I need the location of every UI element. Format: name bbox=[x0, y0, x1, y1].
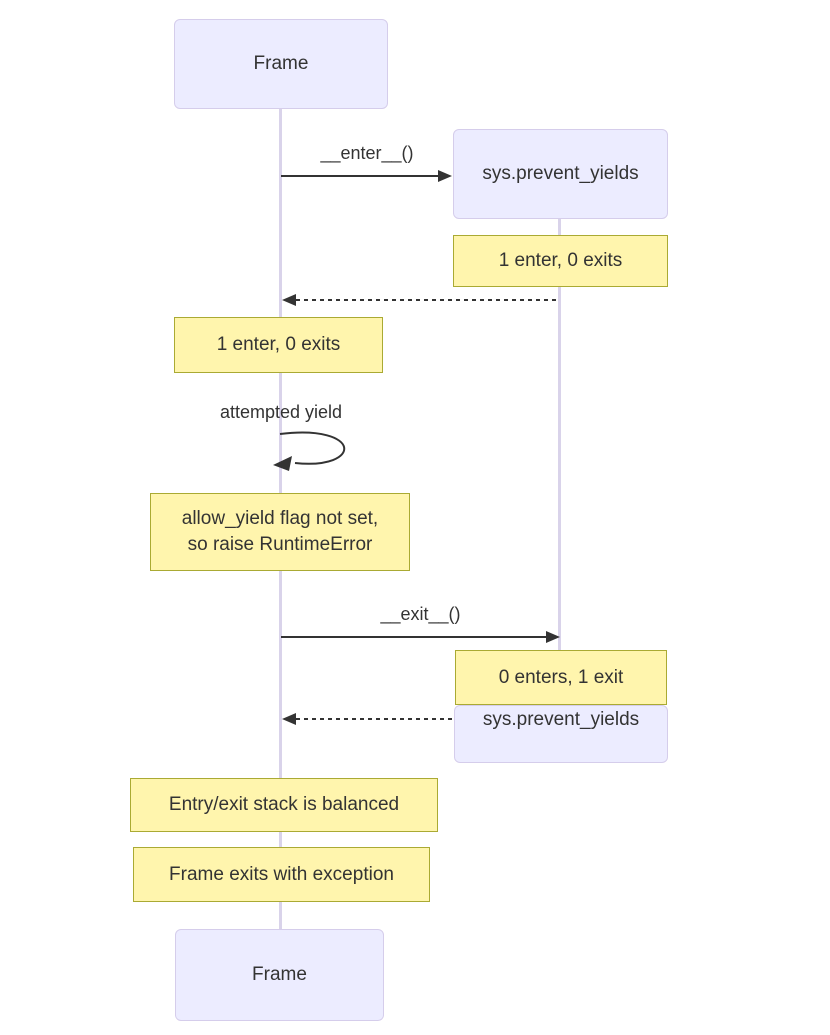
actor-frame-bottom-label: Frame bbox=[252, 964, 307, 985]
actor-sys-top: sys.prevent_yields bbox=[453, 129, 668, 219]
note-sys-enter: 1 enter, 0 exits bbox=[453, 235, 668, 287]
arrowhead-left-icon bbox=[282, 294, 296, 306]
arrowhead-right-icon bbox=[546, 631, 560, 643]
arrowhead-left-icon bbox=[282, 713, 296, 725]
return-enter-line bbox=[296, 299, 560, 301]
lifeline-sys bbox=[558, 219, 561, 705]
note-yield-error: allow_yield flag not set, so raise Runti… bbox=[150, 493, 410, 571]
actor-frame-bottom: Frame bbox=[175, 929, 384, 1021]
return-exit-line bbox=[296, 718, 453, 720]
note-frame-enter: 1 enter, 0 exits bbox=[174, 317, 383, 373]
message-enter-label: __enter__() bbox=[320, 143, 414, 163]
actor-frame-top-label: Frame bbox=[253, 53, 309, 74]
message-enter-line bbox=[281, 175, 439, 177]
arrowhead-right-icon bbox=[438, 170, 452, 182]
message-exit-label: __exit__() bbox=[380, 604, 461, 624]
note-sys-exit: 0 enters, 1 exit bbox=[455, 650, 667, 705]
note-balanced: Entry/exit stack is balanced bbox=[130, 778, 438, 832]
self-message-label: attempted yield bbox=[219, 402, 343, 422]
actor-sys-bottom-label: sys.prevent_yields bbox=[482, 709, 640, 730]
actor-sys-bottom: sys.prevent_yields bbox=[454, 705, 668, 763]
actor-sys-top-label: sys.prevent_yields bbox=[482, 163, 639, 184]
self-loop-arrow-icon bbox=[273, 431, 346, 471]
actor-frame-top: Frame bbox=[174, 19, 388, 109]
message-exit-line bbox=[281, 636, 546, 638]
note-exception: Frame exits with exception bbox=[133, 847, 430, 902]
